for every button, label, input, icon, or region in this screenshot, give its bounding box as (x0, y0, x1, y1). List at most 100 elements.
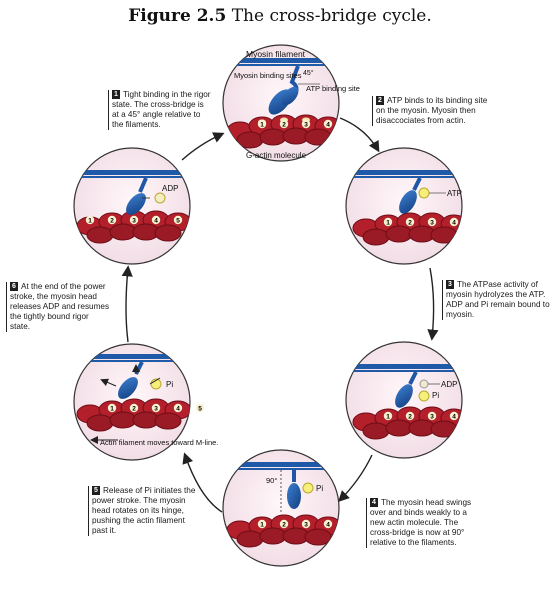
step-5-text: Release of Pi initiates the power stroke… (92, 486, 196, 535)
actin-site-2 (279, 519, 289, 529)
actin-site-2 (129, 403, 139, 413)
actin-number-panel3-3: 3 (430, 414, 434, 421)
arrow-4-to-5 (182, 452, 223, 513)
actin-site-4 (323, 119, 333, 129)
myosin-filament (223, 58, 339, 63)
actin-site-4 (151, 215, 161, 225)
actin-site-4 (449, 411, 459, 421)
actin-site-3 (427, 217, 437, 227)
myosin-binding-sites-label: Myosin binding sites (234, 71, 302, 80)
g-actin-label: G-actin molecule (246, 151, 307, 160)
actin-number-panel4-4: 4 (326, 522, 330, 529)
actin-number-panel1-2: 2 (282, 122, 286, 129)
step-3-number: 3 (446, 280, 454, 289)
actin-moves-label: Actin filament moves toward M-line. (100, 438, 218, 447)
myosin-head (287, 470, 301, 509)
atp-binding-site-label: ATP binding site (306, 84, 360, 93)
actin-number-panel4-1: 1 (260, 522, 264, 529)
actin-site-1 (383, 411, 393, 421)
pi-label-5: Pi (166, 380, 173, 389)
actin-site-3 (129, 215, 139, 225)
actin-site-1 (85, 215, 95, 225)
actin-number-panel6-5: 5 (176, 218, 180, 225)
actin-site-1 (383, 217, 393, 227)
actin-site-4 (323, 519, 333, 529)
actin-moves-text: Actin filament moves toward M-line. (100, 438, 218, 447)
actin-number-panel3-4: 4 (452, 414, 456, 421)
actin-site-3 (151, 403, 161, 413)
myosin-filament-label: Myosin filament (246, 49, 306, 59)
arrow-1-to-2 (339, 117, 380, 153)
actin-site-3 (301, 119, 311, 129)
actin-site-1 (107, 403, 117, 413)
actin-number-panel6-2: 2 (110, 218, 114, 225)
figure-title: Figure 2.5 The cross-bridge cycle. (0, 6, 560, 26)
myosin-head (268, 65, 300, 115)
actin-number-panel1-1: 1 (260, 122, 264, 129)
actin-number-panel6-3: 3 (132, 218, 136, 225)
atp-molecule (418, 187, 430, 199)
angle-90-label: 90° (266, 476, 277, 485)
panel-power-stroke: Pi Actin filament moves toward M-line. 1… (73, 343, 218, 461)
actin-number-panel1-3: 3 (304, 122, 308, 129)
actin-site-3 (427, 411, 437, 421)
actin-number-panel4-2: 2 (282, 522, 286, 529)
step-4-text: The myosin head swings over and binds we… (370, 498, 472, 547)
figure-caption: The cross-bridge cycle. (231, 6, 432, 26)
actin-site-5 (173, 215, 183, 225)
adp-molecule (154, 192, 166, 204)
arrow-2-to-3 (427, 267, 439, 341)
atp-label: ATP (447, 189, 462, 198)
actin-site-4 (173, 403, 183, 413)
adp-label-3: ADP (441, 380, 457, 389)
actin-number-panel5-5: 5 (198, 406, 202, 413)
step-1-text: Tight binding in the rigor state. The cr… (112, 90, 211, 129)
actin-number-panel5-2: 2 (132, 406, 136, 413)
actin-number-panel2-2: 2 (408, 220, 412, 227)
arrow-6-to-1 (181, 132, 225, 161)
actin-site-2 (405, 411, 415, 421)
actin-number-panel2-3: 3 (430, 220, 434, 227)
actin-site-3 (301, 519, 311, 529)
actin-number-panel4-3: 3 (304, 522, 308, 529)
actin-number-panel1-4: 4 (326, 122, 330, 129)
actin-number-panel3-2: 2 (408, 414, 412, 421)
step-6-text: At the end of the power stroke, the myos… (10, 282, 110, 331)
myosin-head (399, 177, 422, 214)
actin-site-5 (195, 403, 205, 413)
panel-atp-binds: ATP 1 2 3 4 (345, 147, 463, 265)
step-2-number: 2 (376, 96, 384, 105)
figure-label: Figure 2.5 (128, 6, 227, 26)
actin-number-panel5-1: 1 (110, 406, 114, 413)
step-4-number: 4 (370, 498, 378, 507)
step-5-number: 5 (92, 486, 100, 495)
myosin-head (395, 371, 418, 408)
step-1-number: 1 (112, 90, 120, 99)
actin-filament (76, 210, 190, 244)
arrow-3-to-4 (338, 454, 373, 502)
actin-number-panel5-4: 4 (176, 406, 180, 413)
actin-site-2 (405, 217, 415, 227)
myosin-head (126, 177, 148, 215)
step-2-text: ATP binds to its binding site on the myo… (376, 96, 488, 125)
actin-number-panel2-4: 4 (452, 220, 456, 227)
step-6-number: 6 (10, 282, 18, 291)
actin-number-panel2-1: 1 (386, 220, 390, 227)
myosin-binding-sites-text: Myosin binding sites (234, 71, 302, 80)
angle-45-label: 45° (303, 69, 314, 77)
pi-molecule (302, 482, 314, 494)
actin-number-panel5-3: 3 (154, 406, 158, 413)
actin-site-1 (257, 519, 267, 529)
adp-label-6: ADP (162, 184, 178, 193)
actin-site-2 (107, 215, 117, 225)
